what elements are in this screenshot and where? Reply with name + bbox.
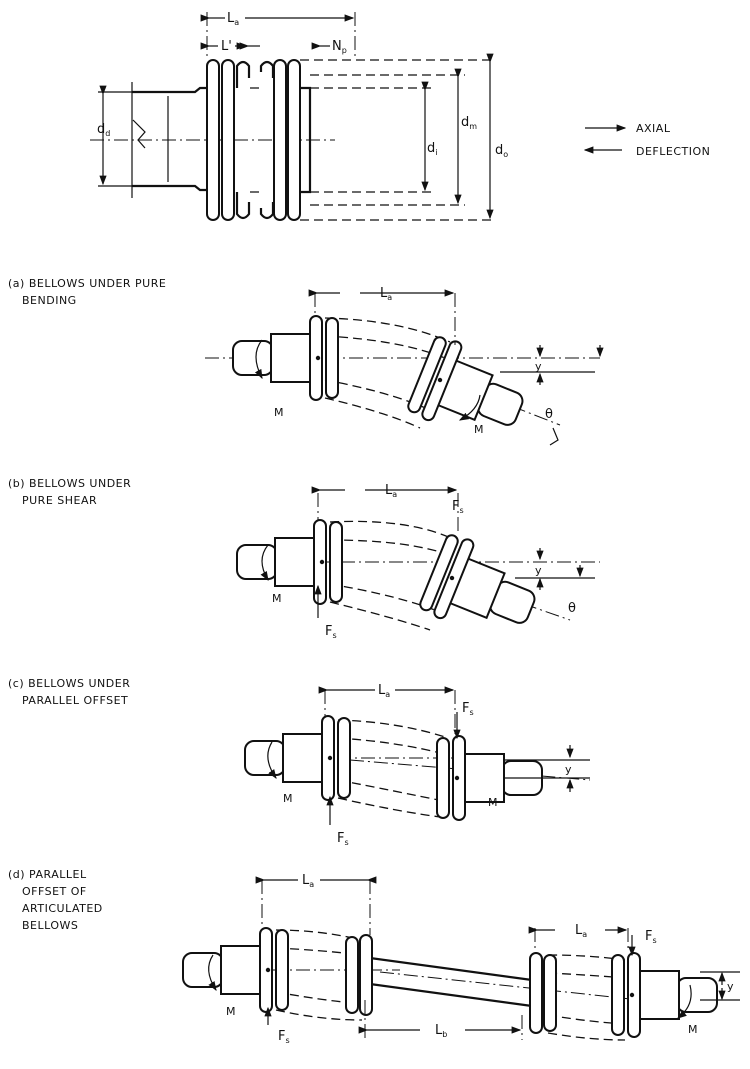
moment-label: M (474, 423, 484, 436)
theta-label: θ (568, 601, 576, 616)
fs-label: Fs (337, 831, 349, 847)
axial-bellows-figure (90, 12, 495, 221)
y-label: y (535, 564, 542, 577)
bellows-ring-pair (345, 934, 373, 1016)
shear-figure (236, 486, 600, 650)
bellows-ring-pair (529, 952, 557, 1034)
bellows-end-right (416, 530, 548, 650)
lb-label: Lb (435, 1023, 447, 1039)
np-label: Np (332, 39, 347, 55)
articulated-bellows-figure (182, 876, 740, 1041)
la-label: La (385, 483, 397, 499)
di-label: di (427, 141, 438, 157)
moment-label: M (688, 1023, 698, 1036)
y-label: y (535, 360, 542, 373)
fs-label: Fs (278, 1029, 290, 1045)
fs-label: Fs (462, 701, 474, 717)
la-label: La (378, 683, 390, 699)
moment-label: M (488, 796, 498, 809)
fs-label: Fs (325, 624, 337, 640)
parallel-offset-figure (244, 686, 591, 825)
la-label: La (302, 873, 314, 889)
moment-label: M (226, 1005, 236, 1018)
bending-figure (205, 289, 604, 452)
la-label: La (380, 286, 392, 302)
legend-axial: AXIAL (636, 122, 671, 135)
moment-label: M (274, 406, 284, 419)
fs-label: Fs (452, 499, 464, 515)
legend-deflection: DEFLECTION (636, 145, 710, 158)
legend: AXIAL DEFLECTION (583, 122, 710, 158)
dd-label: dd (97, 122, 110, 138)
l-prime-label: L' (221, 39, 232, 54)
la-label: La (227, 11, 239, 27)
y-label: y (565, 763, 572, 776)
bellows-end-right (611, 952, 718, 1038)
dm-label: dm (461, 115, 477, 131)
bellows-end-left (244, 715, 351, 801)
theta-label: θ (545, 407, 553, 422)
fs-label: Fs (645, 929, 657, 945)
moment-label: M (272, 592, 282, 605)
bellows-end-left (182, 927, 289, 1013)
do-label: do (495, 143, 508, 159)
moment-label: M (283, 792, 293, 805)
la-label: La (575, 923, 587, 939)
y-label: y (727, 980, 734, 993)
bellows-end-left (236, 519, 343, 605)
bellows-end-left (232, 315, 339, 401)
